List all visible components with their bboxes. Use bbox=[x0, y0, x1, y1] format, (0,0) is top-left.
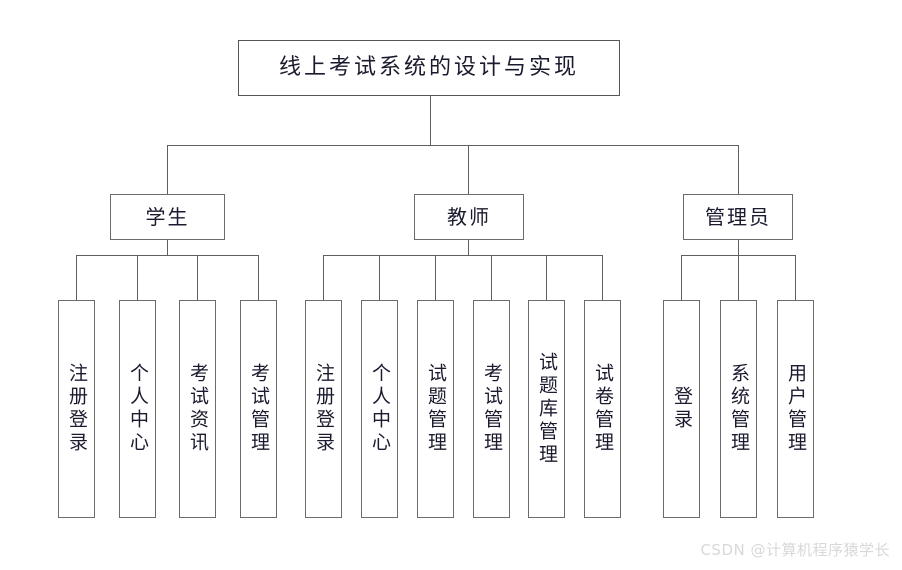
node-leaf-admin-3[interactable]: 用户管理 bbox=[777, 300, 814, 518]
node-leaf-teacher-4[interactable]: 考试管理 bbox=[473, 300, 510, 518]
node-root-label: 线上考试系统的设计与实现 bbox=[278, 55, 579, 81]
connector-student-drop-4 bbox=[258, 255, 259, 300]
node-leaf-teacher-5[interactable]: 试题库管理 bbox=[528, 300, 565, 518]
connector-admin-stem bbox=[738, 240, 739, 256]
connector-admin-drop-1 bbox=[681, 255, 682, 300]
node-leaf-teacher-3-label: 试题管理 bbox=[425, 363, 447, 455]
node-leaf-admin-2-label: 系统管理 bbox=[728, 363, 750, 455]
node-leaf-student-2[interactable]: 个人中心 bbox=[119, 300, 156, 518]
connector-root-bus bbox=[167, 145, 739, 146]
node-leaf-teacher-2-label: 个人中心 bbox=[369, 363, 391, 455]
node-leaf-student-1[interactable]: 注册登录 bbox=[58, 300, 95, 518]
connector-teacher-drop-6 bbox=[602, 255, 603, 300]
node-leaf-teacher-6[interactable]: 试卷管理 bbox=[584, 300, 621, 518]
connector-root-to-teacher bbox=[468, 145, 469, 194]
node-leaf-teacher-3[interactable]: 试题管理 bbox=[417, 300, 454, 518]
connector-teacher-drop-2 bbox=[379, 255, 380, 300]
connector-teacher-drop-5 bbox=[546, 255, 547, 300]
connector-teacher-drop-4 bbox=[491, 255, 492, 300]
node-role-admin-label: 管理员 bbox=[705, 204, 771, 229]
connector-student-stem bbox=[167, 240, 168, 256]
connector-admin-drop-2 bbox=[738, 255, 739, 300]
connector-student-bus bbox=[76, 255, 258, 256]
connector-teacher-bus bbox=[323, 255, 602, 256]
node-role-student[interactable]: 学生 bbox=[110, 194, 225, 240]
connector-student-drop-3 bbox=[197, 255, 198, 300]
node-leaf-student-4[interactable]: 考试管理 bbox=[240, 300, 277, 518]
node-leaf-admin-1-label: 登录 bbox=[671, 386, 693, 432]
node-leaf-student-1-label: 注册登录 bbox=[66, 363, 88, 455]
node-leaf-teacher-1-label: 注册登录 bbox=[313, 363, 335, 455]
node-leaf-student-2-label: 个人中心 bbox=[127, 363, 149, 455]
connector-admin-drop-3 bbox=[795, 255, 796, 300]
connector-root-to-admin bbox=[738, 145, 739, 194]
node-leaf-teacher-6-label: 试卷管理 bbox=[592, 363, 614, 455]
node-leaf-admin-2[interactable]: 系统管理 bbox=[720, 300, 757, 518]
csdn-watermark: CSDN @计算机程序猿学长 bbox=[700, 541, 890, 559]
node-leaf-student-4-label: 考试管理 bbox=[248, 363, 270, 455]
node-role-student-label: 学生 bbox=[145, 204, 190, 229]
node-leaf-admin-1[interactable]: 登录 bbox=[663, 300, 700, 518]
node-leaf-teacher-1[interactable]: 注册登录 bbox=[305, 300, 342, 518]
node-leaf-teacher-5-label: 试题库管理 bbox=[536, 351, 558, 467]
node-root[interactable]: 线上考试系统的设计与实现 bbox=[238, 40, 620, 96]
connector-teacher-drop-1 bbox=[323, 255, 324, 300]
connector-student-drop-1 bbox=[76, 255, 77, 300]
node-leaf-student-3-label: 考试资讯 bbox=[187, 363, 209, 455]
node-leaf-teacher-4-label: 考试管理 bbox=[481, 363, 503, 455]
connector-root-to-student bbox=[167, 145, 168, 194]
node-role-teacher-label: 教师 bbox=[447, 204, 491, 229]
connector-teacher-drop-3 bbox=[435, 255, 436, 300]
connector-student-drop-2 bbox=[137, 255, 138, 300]
node-role-admin[interactable]: 管理员 bbox=[683, 194, 793, 240]
connector-teacher-stem bbox=[468, 240, 469, 256]
node-leaf-admin-3-label: 用户管理 bbox=[785, 363, 807, 455]
connector-root-stem bbox=[430, 96, 431, 145]
node-leaf-student-3[interactable]: 考试资讯 bbox=[179, 300, 216, 518]
node-leaf-teacher-2[interactable]: 个人中心 bbox=[361, 300, 398, 518]
node-role-teacher[interactable]: 教师 bbox=[414, 194, 524, 240]
